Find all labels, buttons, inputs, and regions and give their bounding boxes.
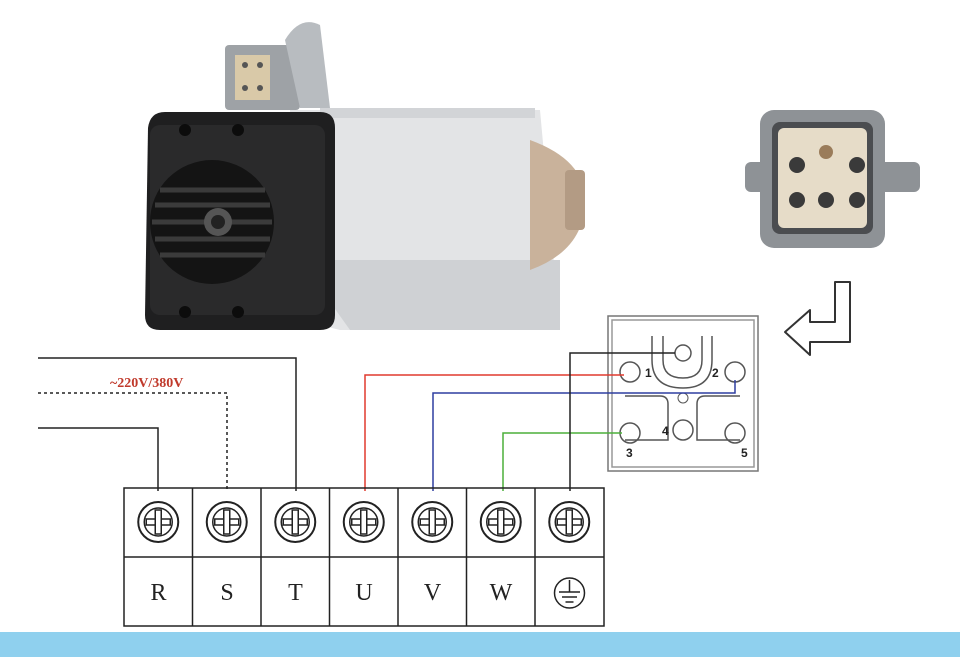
supply-wires: [38, 357, 297, 491]
screw-icon: [479, 501, 522, 543]
footer-bar: [0, 632, 960, 657]
terminal-label-t: T: [288, 580, 303, 606]
terminal-block: [123, 487, 605, 627]
pin-label-3: 3: [626, 446, 633, 460]
wire-r: [38, 427, 159, 491]
terminal-label-r: R: [150, 580, 167, 606]
pin-label-4: 4: [662, 424, 669, 438]
motor-wires: [364, 352, 736, 491]
terminal-label-u: U: [355, 580, 373, 606]
screw-icon: [205, 501, 248, 543]
arrow-icon: [784, 281, 851, 356]
wire-u: [364, 374, 624, 491]
connector-photo: [745, 110, 920, 248]
screw-icon: [411, 501, 454, 543]
wire-ground: [569, 352, 675, 491]
pin-label-1: 1: [645, 366, 652, 380]
terminal-label-w: W: [489, 580, 513, 606]
spindle-motor-image: [145, 22, 585, 330]
wire-v: [432, 380, 736, 491]
ground-icon: [553, 577, 586, 609]
pin-label-5: 5: [741, 446, 748, 460]
screw-icon: [137, 501, 180, 543]
terminal-label-s: S: [220, 580, 234, 606]
wire-s: [38, 392, 228, 491]
screw-icon: [548, 501, 591, 543]
terminal-label-v: V: [423, 580, 442, 606]
pin-label-2: 2: [712, 366, 719, 380]
screw-icon: [274, 501, 317, 543]
screw-icon: [342, 501, 385, 543]
wire-t: [38, 357, 297, 491]
wire-w: [502, 432, 622, 491]
voltage-label: ~220V/380V: [110, 376, 184, 391]
